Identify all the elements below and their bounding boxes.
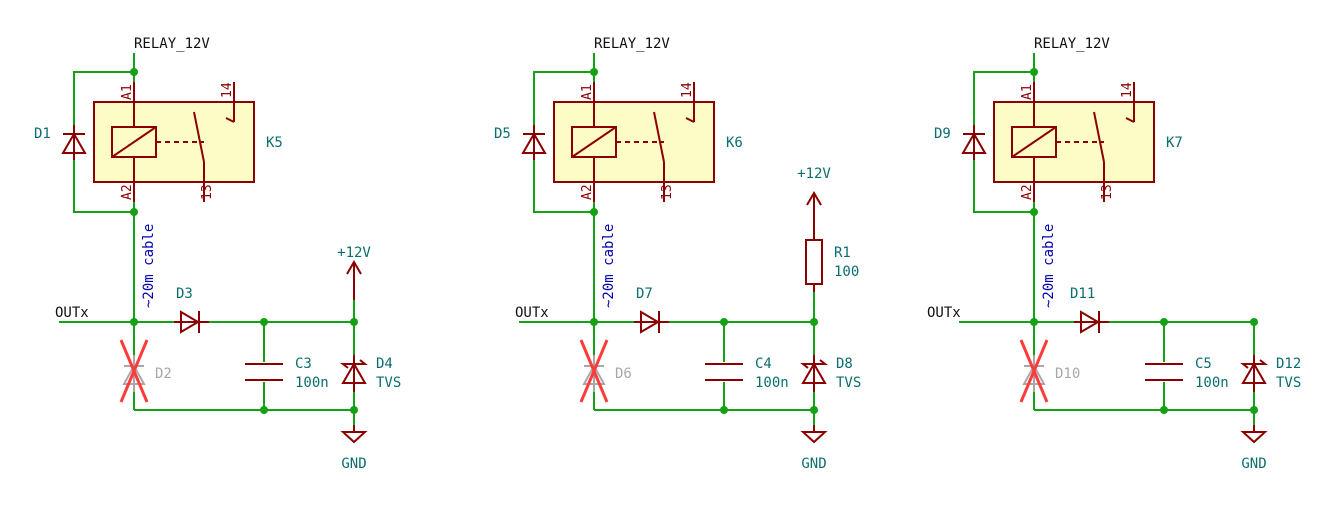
pin-13: 13 bbox=[200, 184, 215, 200]
out-net-label: OUTx bbox=[55, 305, 89, 321]
circuit-2: RELAY_12V K6 A1 A2 14 13 D5 ~20m cable O… bbox=[494, 36, 861, 472]
supply-label: +12V bbox=[337, 245, 371, 261]
gnd-label: GND bbox=[801, 456, 826, 472]
relay-net-label: RELAY_12V bbox=[594, 36, 670, 52]
pin-a2: A2 bbox=[1020, 184, 1035, 200]
series-diode-ref: D11 bbox=[1070, 286, 1095, 302]
cap-ref: C4 bbox=[755, 356, 772, 372]
series-diode-ref: D7 bbox=[636, 286, 653, 302]
cap-value: 100n bbox=[755, 375, 789, 391]
tvs-ref: D8 bbox=[836, 356, 853, 372]
relay-ref: K6 bbox=[726, 135, 743, 151]
pin-a2: A2 bbox=[120, 184, 135, 200]
flyback-diode-ref: D9 bbox=[934, 126, 951, 142]
pin-13: 13 bbox=[1100, 184, 1115, 200]
flyback-diode-ref: D1 bbox=[34, 126, 51, 142]
dnp-diode-ref: D2 bbox=[155, 366, 172, 382]
pin-a1: A1 bbox=[1020, 84, 1035, 100]
relay-ref: K5 bbox=[266, 135, 283, 151]
pin-a2: A2 bbox=[580, 184, 595, 200]
relay-net-label: RELAY_12V bbox=[1034, 36, 1110, 52]
relay-ref: K7 bbox=[1166, 135, 1183, 151]
resistor-ref: R1 bbox=[834, 245, 851, 261]
relay-net-label: RELAY_12V bbox=[134, 36, 210, 52]
tvs-value: TVS bbox=[1276, 375, 1301, 391]
dnp-diode-ref: D10 bbox=[1055, 366, 1080, 382]
flyback-diode-ref: D5 bbox=[494, 126, 511, 142]
supply-label: +12V bbox=[797, 166, 831, 182]
pin-13: 13 bbox=[660, 184, 675, 200]
tvs-ref: D4 bbox=[376, 356, 393, 372]
pin-a1: A1 bbox=[580, 84, 595, 100]
pin-14: 14 bbox=[680, 82, 695, 98]
tvs-value: TVS bbox=[376, 375, 401, 391]
cable-note: ~20m cable bbox=[601, 224, 617, 308]
pin-14: 14 bbox=[1120, 82, 1135, 98]
circuit-1: RELAY_12V K5 A1 A2 14 13 D1 ~20m cable O… bbox=[34, 36, 401, 472]
cap-ref: C5 bbox=[1195, 356, 1212, 372]
cap-value: 100n bbox=[1195, 375, 1229, 391]
cable-note: ~20m cable bbox=[1041, 224, 1057, 308]
gnd-label: GND bbox=[341, 456, 366, 472]
cap-value: 100n bbox=[295, 375, 329, 391]
pin-a1: A1 bbox=[120, 84, 135, 100]
series-diode-ref: D3 bbox=[176, 286, 193, 302]
gnd-label: GND bbox=[1241, 456, 1266, 472]
pin-14: 14 bbox=[220, 82, 235, 98]
cable-note: ~20m cable bbox=[141, 224, 157, 308]
resistor-value: 100 bbox=[834, 264, 859, 280]
out-net-label: OUTx bbox=[927, 305, 961, 321]
circuit-3: RELAY_12V K7 A1 A2 14 13 D9 ~20m cable O… bbox=[927, 36, 1301, 472]
cap-ref: C3 bbox=[295, 356, 312, 372]
tvs-ref: D12 bbox=[1276, 356, 1301, 372]
tvs-value: TVS bbox=[836, 375, 861, 391]
dnp-diode-ref: D6 bbox=[615, 366, 632, 382]
out-net-label: OUTx bbox=[515, 305, 549, 321]
